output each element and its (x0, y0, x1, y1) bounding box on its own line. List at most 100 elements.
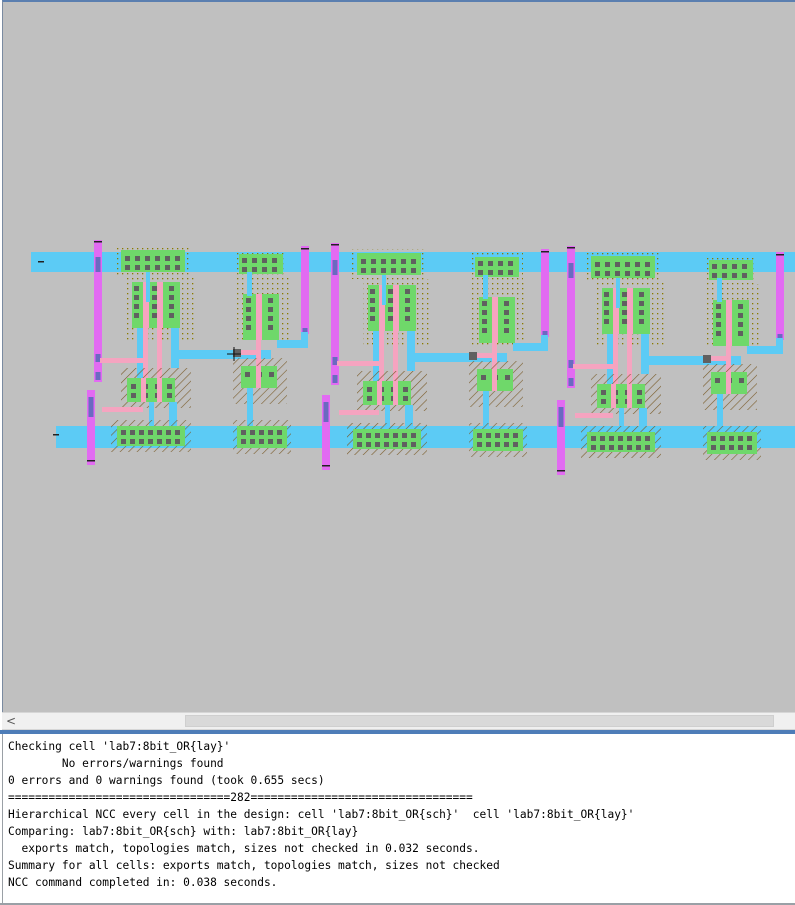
contact-cut (139, 439, 144, 444)
scroll-left-arrow[interactable]: < (5, 714, 17, 728)
contact-cut (155, 265, 160, 270)
contact-cut (604, 319, 609, 324)
contact-cut (148, 430, 153, 435)
contact-cut (481, 375, 486, 380)
pin-marker (558, 407, 564, 427)
contact-cut (625, 262, 630, 267)
export-mark (322, 465, 330, 467)
metal2-bar (87, 390, 95, 465)
contact-cut (139, 430, 144, 435)
poly-route (237, 350, 259, 355)
metal1-output-strap (541, 335, 548, 351)
contact-cut (716, 304, 721, 309)
contact-cut (371, 268, 376, 273)
contact-cut (716, 313, 721, 318)
contact-cut (268, 298, 273, 303)
export-mark (94, 241, 102, 243)
poly-gate (377, 381, 382, 405)
contact-cut (627, 436, 632, 441)
pin-marker (332, 357, 338, 365)
pin-marker (323, 402, 329, 422)
contact-cut (513, 433, 518, 438)
contact-cut (508, 270, 513, 275)
contact-cut (482, 301, 487, 306)
poly-gate (143, 282, 149, 328)
contact-cut (268, 307, 273, 312)
contact-cut (370, 289, 375, 294)
layout-canvas[interactable] (2, 0, 795, 712)
contact-cut (157, 439, 162, 444)
contact-cut (595, 271, 600, 276)
contact-cut (508, 261, 513, 266)
contact-cut (498, 261, 503, 266)
console-line: 0 errors and 0 warnings found (took 0.65… (8, 774, 325, 787)
contact-cut (486, 433, 491, 438)
contact-cut (361, 268, 366, 273)
contact-cut (277, 439, 282, 444)
contact-cut (504, 310, 509, 315)
contact-cut (639, 301, 644, 306)
contact-cut (367, 396, 372, 401)
contact-cut (738, 445, 743, 450)
contact-cut (498, 270, 503, 275)
contact-cut (747, 445, 752, 450)
contact-cut (131, 393, 136, 398)
poly-route (575, 413, 613, 418)
contact-cut (411, 433, 416, 438)
metal2-input-bar (567, 246, 575, 388)
metal1-strap (717, 278, 722, 302)
contact-cut (371, 259, 376, 264)
poly-gate (393, 381, 398, 405)
active-region (237, 426, 287, 448)
contact-cut (411, 268, 416, 273)
contact-cut (375, 433, 380, 438)
contact-cut (615, 262, 620, 267)
contact-cut (488, 261, 493, 266)
contact-cut (495, 433, 500, 438)
horizontal-scrollbar[interactable]: < (2, 712, 795, 730)
contact-cut (615, 271, 620, 276)
contact-cut (277, 430, 282, 435)
contact-cut (627, 445, 632, 450)
export-mark (331, 244, 339, 246)
export-mark (541, 251, 549, 253)
rail-label-mark (53, 434, 59, 436)
contact-cut (384, 433, 389, 438)
contact-cut (601, 399, 606, 404)
contact-cut (381, 259, 386, 264)
scrollbar-thumb[interactable] (185, 715, 774, 727)
contact-cut (370, 307, 375, 312)
contact-cut (739, 378, 744, 383)
contact-cut (165, 256, 170, 261)
or-gate-cell (87, 240, 309, 465)
contact-cut (366, 442, 371, 447)
contact-cut (742, 264, 747, 269)
contact-cut (381, 268, 386, 273)
contact-cut (134, 304, 139, 309)
metal1-output-strap (513, 343, 543, 351)
contact-cut (259, 430, 264, 435)
metal1-strap (382, 275, 386, 305)
contact-cut (738, 304, 743, 309)
poly-gate (141, 378, 146, 402)
active-region (127, 378, 175, 402)
metal1-strap (405, 405, 413, 430)
contact-cut (482, 328, 487, 333)
poly-route (379, 331, 384, 401)
contact-cut (152, 295, 157, 300)
poly-route (393, 331, 398, 401)
contact-cut (393, 442, 398, 447)
contact-cut (148, 439, 153, 444)
layout-drawing[interactable] (3, 2, 795, 712)
contact-cut (478, 270, 483, 275)
contact-cut (712, 273, 717, 278)
pane-divider[interactable] (0, 730, 795, 734)
console-line: Summary for all cells: exports match, to… (8, 859, 500, 872)
contact-cut (250, 439, 255, 444)
pin-marker (88, 397, 94, 417)
contact-cut (622, 319, 627, 324)
contact-cut (135, 265, 140, 270)
contact-cut (504, 328, 509, 333)
export-mark (567, 247, 575, 249)
